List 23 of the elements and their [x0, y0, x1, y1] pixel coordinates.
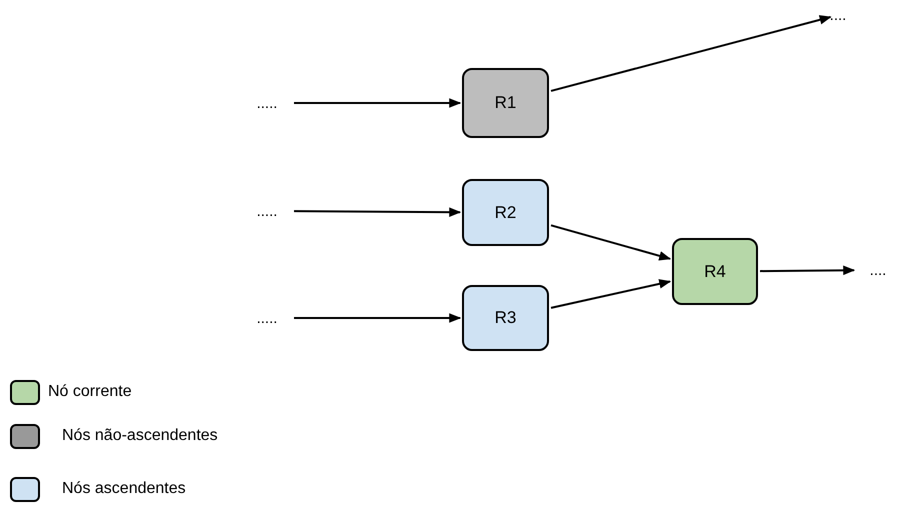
process-box [672, 238, 758, 305]
ellipsis-text: .... [818, 4, 858, 26]
process-box [462, 68, 549, 138]
ellipsis-text: ..... [246, 92, 288, 114]
process-box [462, 179, 549, 246]
process-box [462, 285, 549, 351]
node-label: R2 [494, 202, 516, 222]
legend-label: Nó corrente [48, 383, 132, 401]
arrow [294, 313, 462, 323]
arrow [550, 224, 672, 261]
ellipsis-text: .... [860, 259, 896, 281]
legend-label: Nós não-ascendentes [62, 427, 218, 445]
node-label: R3 [494, 308, 516, 328]
ellipsis-text: ..... [246, 307, 288, 329]
legend-label: Nós ascendentes [62, 480, 186, 498]
ellipsis-text: ..... [246, 200, 288, 222]
node-label: R1 [494, 93, 516, 113]
arrow [550, 279, 672, 309]
arrow [550, 15, 832, 92]
arrow [760, 266, 856, 276]
arrow [294, 207, 462, 217]
node-label: R4 [704, 262, 726, 282]
arrow [294, 98, 462, 108]
